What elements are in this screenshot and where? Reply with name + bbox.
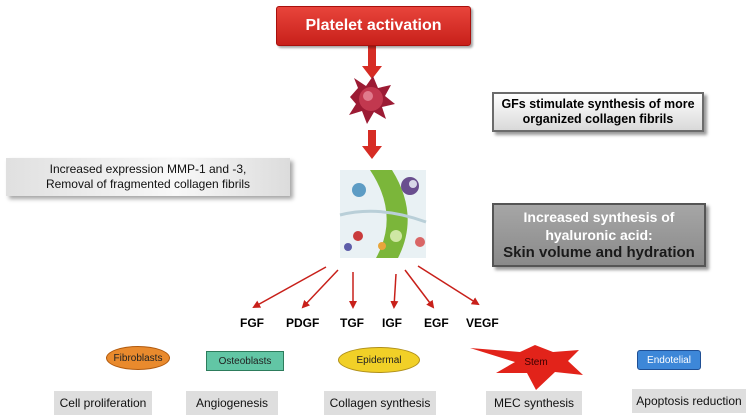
mmp-line-1: Increased expression MMP-1 and -3, — [49, 162, 247, 176]
outcome-apoptosis-reduction: Apoptosis reduction — [632, 389, 746, 413]
endotelial-shape: Endotelial — [637, 350, 701, 370]
arrow-title-to-platelet — [362, 46, 382, 79]
fibroblasts-label: Fibroblasts — [113, 352, 163, 364]
outcome-label: MEC synthesis — [493, 396, 575, 410]
hyaluronic-acid-box: Increased synthesis of hyaluronic acid: … — [492, 203, 706, 267]
gf-box-text: GFs stimulate synthesis of more organize… — [501, 97, 695, 126]
outcome-angiogenesis: Angiogenesis — [186, 391, 278, 415]
platelet-image — [349, 76, 395, 124]
stem-star-shape — [470, 345, 583, 390]
outcome-label: Collagen synthesis — [329, 396, 431, 410]
ha-line-1: Increased synthesis of — [523, 209, 675, 225]
gf-label-fgf: FGF — [240, 316, 264, 330]
cell-membrane-image — [339, 170, 427, 258]
endotelial-label: Endotelial — [647, 354, 691, 366]
gf-label-vegf: VEGF — [466, 316, 499, 330]
gf-label-pdgf: PDGF — [286, 316, 320, 330]
epidermal-shape: Epidermal — [338, 347, 420, 373]
arrow-to-igf — [390, 273, 399, 309]
ha-line-3: Skin volume and hydration — [503, 244, 695, 261]
outcome-label: Apoptosis reduction — [636, 394, 742, 408]
gf-label-igf: IGF — [382, 316, 402, 330]
outcome-cell-proliferation: Cell proliferation — [54, 391, 152, 415]
ha-line-2: hyaluronic acid: — [545, 227, 653, 243]
arrow-to-fgf — [252, 266, 327, 308]
osteoblasts-label: Osteoblasts — [218, 355, 272, 367]
osteoblasts-shape: Osteoblasts — [206, 351, 284, 371]
arrow-to-pdgf — [301, 269, 339, 309]
epidermal-label: Epidermal — [356, 354, 402, 366]
arrow-to-egf — [404, 269, 435, 309]
gf-arrows — [252, 265, 480, 309]
outcome-label: Angiogenesis — [195, 396, 269, 410]
platelet-activation-box: Platelet activation — [276, 6, 471, 46]
outcome-collagen-synthesis: Collagen synthesis — [324, 391, 436, 415]
mmp-line-2: Removal of fragmented collagen fibrils — [45, 177, 251, 191]
outcome-label: Cell proliferation — [59, 396, 147, 410]
gf-collagen-box: GFs stimulate synthesis of more organize… — [492, 92, 704, 132]
mmp-box: Increased expression MMP-1 and -3, Remov… — [6, 158, 290, 196]
arrow-to-vegf — [417, 265, 480, 306]
fibroblasts-shape: Fibroblasts — [106, 346, 170, 370]
stem-label: Stem — [524, 357, 547, 368]
outcome-mec-synthesis: MEC synthesis — [486, 391, 582, 415]
gf-label-tgf: TGF — [340, 316, 364, 330]
gf-label-egf: EGF — [424, 316, 449, 330]
title-text: Platelet activation — [305, 17, 442, 34]
arrow-platelet-to-cell — [362, 130, 382, 159]
